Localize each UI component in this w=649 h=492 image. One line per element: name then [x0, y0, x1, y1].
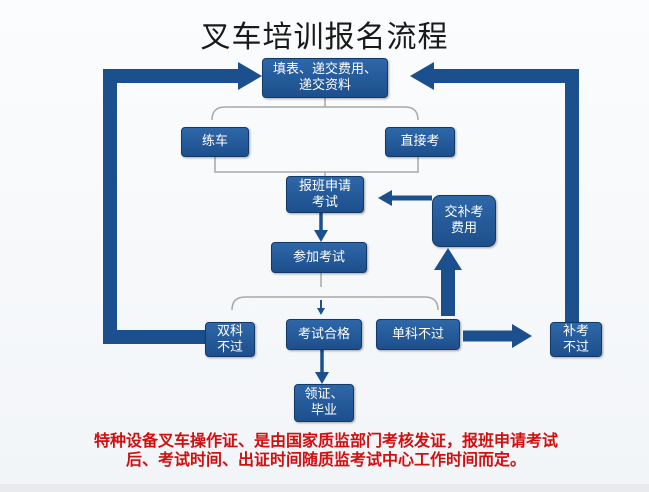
merge-to-apply — [214, 157, 419, 176]
node-apply-exam: 报班申请考试 — [286, 176, 364, 213]
node-register-line1: 填表、递交费用、 — [272, 62, 377, 77]
node-make-up-fee-line1: 交补考 — [444, 205, 484, 220]
node-both-fail-line1: 双科 — [216, 323, 243, 339]
node-certificate: 领证、毕业 — [294, 384, 354, 422]
node-direct-exam: 直接考 — [385, 127, 455, 157]
loop-left-arrow — [103, 69, 242, 344]
node-single-fail-label: 单科不过 — [391, 326, 444, 342]
node-apply-exam-line1: 报班申请 — [298, 178, 351, 194]
node-both-fail-line2: 不过 — [216, 339, 243, 355]
apply-to-exam-arrowhead — [314, 230, 328, 242]
node-apply-exam-line2: 考试 — [311, 194, 338, 210]
branch-register — [211, 97, 419, 121]
node-practice-label: 练车 — [201, 134, 228, 149]
node-pass: 考试合格 — [286, 319, 362, 350]
footnote-line2: 后、考试时间、出证时间随质监考试中心工作时间而定。 — [125, 450, 526, 469]
node-both-fail: 双科不过 — [205, 322, 255, 357]
single-to-fee-arrowhead — [434, 248, 462, 270]
node-register-line2: 递交资料 — [298, 78, 351, 93]
node-retake-line2: 不过 — [562, 339, 589, 355]
node-register: 填表、递交费用、递交资料 — [262, 58, 388, 98]
branch-exam — [231, 273, 439, 311]
node-retake: 补考不过 — [550, 322, 602, 357]
pass-to-cert-arrowhead — [315, 372, 329, 384]
node-retake-line1: 补考 — [562, 323, 589, 339]
loop-right-arrow — [430, 69, 579, 322]
node-pass-label: 考试合格 — [297, 326, 350, 342]
exam-to-result-arrowhead — [317, 308, 325, 315]
node-practice: 练车 — [181, 127, 249, 157]
node-make-up-fee-line2: 费用 — [450, 221, 477, 236]
node-make-up-fee: 交补考费用 — [432, 195, 496, 247]
node-take-exam: 参加考试 — [271, 242, 367, 273]
node-certificate-line1: 领证、 — [304, 387, 344, 402]
node-direct-exam-label: 直接考 — [400, 134, 440, 149]
node-take-exam-label: 参加考试 — [292, 249, 345, 265]
loop-right-arrowhead — [410, 62, 434, 90]
fee-to-apply-arrowhead — [378, 190, 392, 206]
footnote-line1: 特种设备叉车操作证、是由国家质监部门考核发证，报班申请考试 — [93, 431, 558, 450]
node-single-fail: 单科不过 — [376, 319, 460, 350]
node-certificate-line2: 毕业 — [310, 403, 337, 418]
bottom-strip — [0, 484, 649, 492]
loop-left-arrowhead — [238, 62, 262, 90]
single-to-retake-arrowhead — [512, 324, 532, 348]
diagram-title: 叉车培训报名流程 — [200, 20, 449, 55]
